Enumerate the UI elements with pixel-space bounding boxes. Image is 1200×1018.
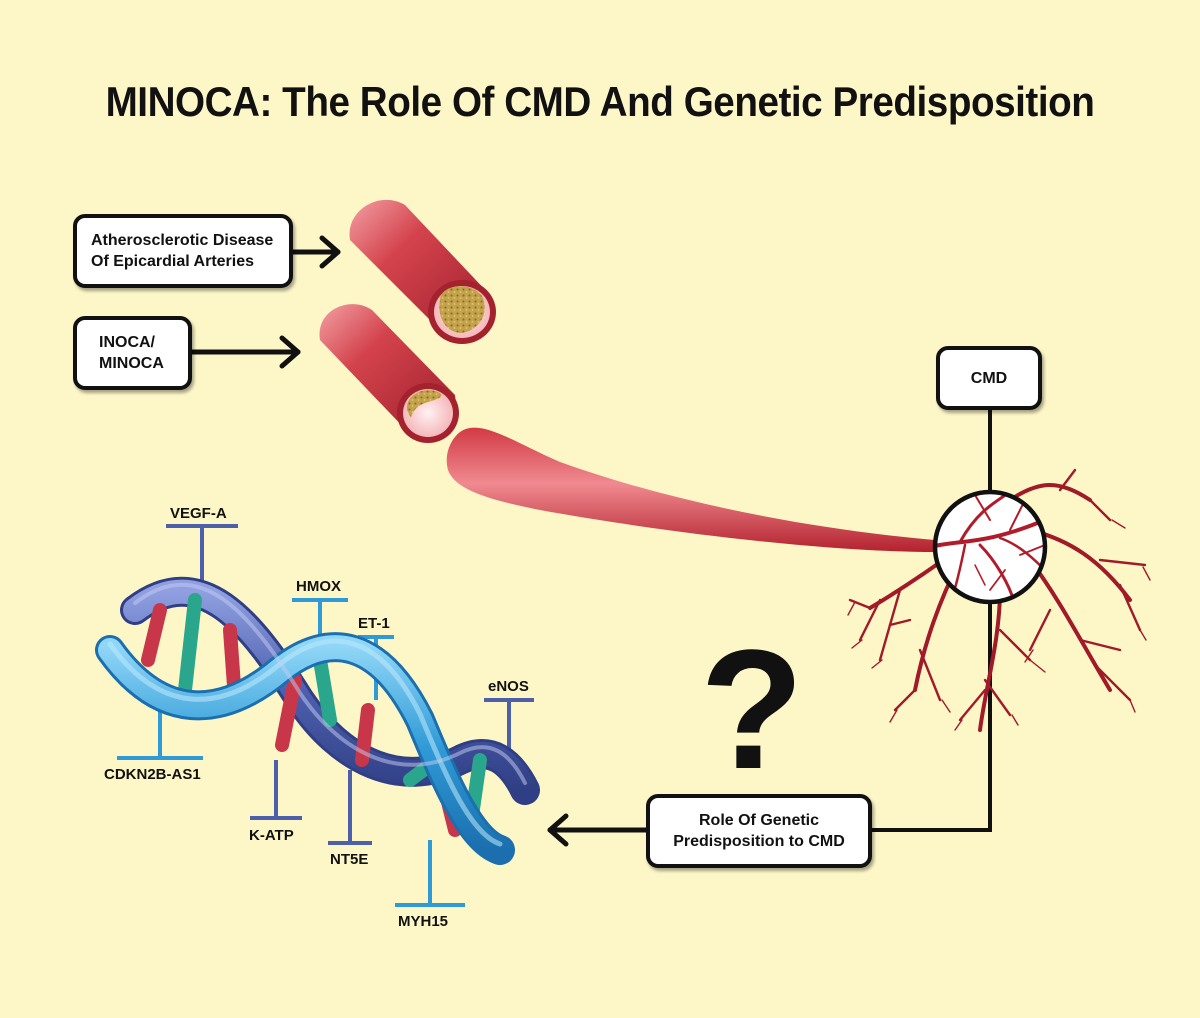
magnifier-circle — [932, 489, 1048, 605]
box-genetic: Role Of Genetic Predisposition to CMD — [646, 794, 872, 868]
box-cmd: CMD — [936, 346, 1042, 410]
gene-label-nt5e: NT5E — [330, 851, 369, 868]
box-inoca-line2: MINOCA — [99, 355, 164, 372]
box-atherosclerotic-line1: Atherosclerotic Disease — [91, 232, 274, 249]
box-genetic-line1: Role Of Genetic — [698, 812, 820, 829]
gene-label-cdkn2b: CDKN2B-AS1 — [104, 766, 201, 783]
box-inoca-line1: INOCA/ — [99, 334, 155, 351]
gene-label-vegfa: VEGF-A — [170, 505, 227, 522]
vessel-atherosclerotic — [349, 199, 496, 344]
question-mark-icon: ? — [700, 615, 804, 805]
gene-label-hmox: HMOX — [296, 578, 341, 595]
gene-label-myh15: MYH15 — [398, 913, 449, 930]
vessel-tail — [446, 427, 935, 552]
box-cmd-label: CMD — [970, 369, 1008, 387]
diagram-title: MINOCA: The Role Of CMD And Genetic Pred… — [105, 78, 1095, 125]
arrow-atherosclerotic — [289, 235, 341, 269]
arrow-to-dna — [547, 813, 651, 847]
cmd-connector — [870, 408, 992, 832]
gene-label-enos: eNOS — [488, 678, 529, 695]
box-inoca: INOCA/ MINOCA — [73, 316, 192, 390]
box-genetic-line2: Predisposition to CMD — [673, 833, 845, 850]
box-atherosclerotic-line2: Of Epicardial Arteries — [91, 253, 255, 270]
arrow-inoca — [189, 335, 301, 369]
gene-label-katp: K-ATP — [249, 827, 294, 844]
vessel-minoca — [319, 304, 459, 443]
dna-helix — [95, 576, 540, 865]
gene-label-et1: ET-1 — [358, 615, 390, 632]
box-atherosclerotic: Atherosclerotic Disease Of Epicardial Ar… — [73, 214, 293, 288]
